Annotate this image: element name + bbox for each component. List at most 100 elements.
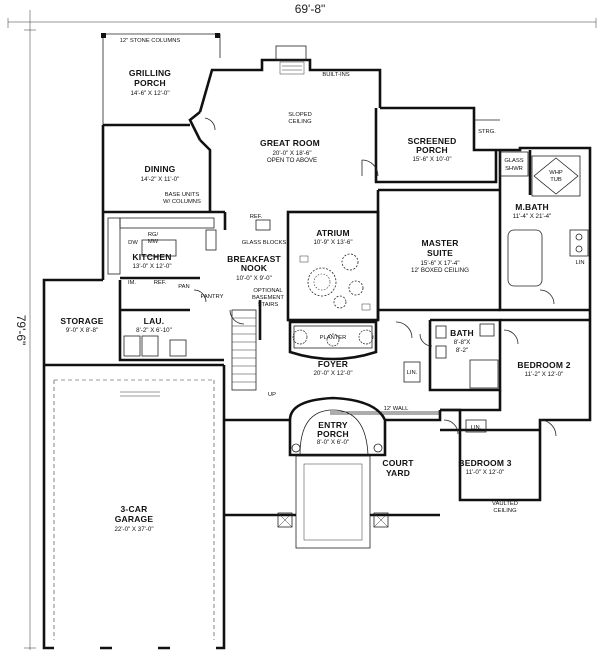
svg-text:YARD: YARD	[386, 468, 410, 478]
svg-text:10'-9" X 13'-6": 10'-9" X 13'-6"	[313, 239, 352, 246]
svg-text:BATH: BATH	[450, 328, 474, 338]
fireplace	[275, 45, 307, 75]
svg-text:BEDROOM 2: BEDROOM 2	[517, 360, 570, 370]
room-bedroom-3: LIN. BEDROOM 3 11'-0" X 12'-0" VAULTED C…	[458, 419, 518, 514]
svg-text:PAN: PAN	[178, 284, 190, 290]
svg-text:GARAGE: GARAGE	[115, 514, 154, 524]
stone-columns-note: 12" STONE COLUMNS	[120, 38, 181, 44]
svg-text:OPTIONAL: OPTIONAL	[253, 288, 283, 294]
svg-text:11'-0" X 12'-0": 11'-0" X 12'-0"	[466, 469, 505, 476]
door-swings	[193, 117, 557, 437]
room-garage: 3-CAR GARAGE 22'-0" X 37'-0"	[53, 379, 216, 651]
svg-text:DINING: DINING	[145, 164, 176, 174]
svg-text:12' WALL: 12' WALL	[384, 406, 410, 412]
room-foyer: FOYER 20'-0" X 12'-0" UP 12' WALL	[268, 359, 409, 412]
glass-shower: GLASS SHWR	[499, 151, 529, 177]
svg-text:NOOK: NOOK	[241, 263, 268, 273]
svg-text:12' BOXED CEILING: 12' BOXED CEILING	[411, 267, 469, 274]
svg-text:STAIRS: STAIRS	[258, 302, 279, 308]
svg-text:GRILLING: GRILLING	[129, 68, 171, 78]
svg-text:PORCH: PORCH	[416, 145, 448, 155]
svg-text:BASE UNITS: BASE UNITS	[165, 192, 200, 198]
svg-text:REF.: REF.	[154, 280, 167, 286]
svg-text:IM.: IM.	[128, 280, 136, 286]
built-ins-note: BUILT-INS	[322, 72, 349, 78]
stairs	[231, 309, 257, 391]
room-breakfast-nook: REF. GLASS BLOCKS BREAKFAST NOOK 10'-0" …	[201, 214, 287, 308]
svg-text:REF.: REF.	[250, 214, 263, 220]
svg-text:GLASS: GLASS	[504, 158, 523, 164]
room-kitchen: DW RG/ MW KITCHEN 13'-0" X 12'-0" IM. RE…	[107, 217, 217, 290]
svg-text:BEDROOM 3: BEDROOM 3	[458, 458, 511, 468]
svg-text:20'-0" X 12'-0": 20'-0" X 12'-0"	[313, 370, 352, 377]
svg-text:20'-0" X 18'-6": 20'-0" X 18'-6"	[272, 150, 311, 157]
svg-text:9'-0" X 8'-8": 9'-0" X 8'-8"	[66, 327, 98, 334]
svg-text:SUITE: SUITE	[427, 248, 453, 258]
svg-text:PLANTER: PLANTER	[320, 335, 347, 341]
room-court-yard: COURT YARD	[382, 458, 414, 478]
svg-text:LIN: LIN	[575, 260, 584, 266]
svg-text:FOYER: FOYER	[318, 359, 348, 369]
svg-text:PORCH: PORCH	[134, 78, 166, 88]
svg-text:11'-4" X 21'-4": 11'-4" X 21'-4"	[513, 213, 552, 220]
svg-text:PORCH: PORCH	[317, 429, 349, 439]
interior-walls	[103, 119, 590, 432]
svg-text:BREAKFAST: BREAKFAST	[227, 254, 281, 264]
room-laundry: LAU. 8'-2" X 6'-10"	[123, 316, 187, 357]
svg-text:ATRIUM: ATRIUM	[316, 228, 350, 238]
whirlpool-tub: WHP TUB	[531, 155, 581, 197]
svg-text:8'-0" X 6'-0": 8'-0" X 6'-0"	[317, 439, 349, 446]
svg-text:GLASS BLOCKS: GLASS BLOCKS	[242, 240, 287, 246]
svg-text:14'-6" X 12'-0": 14'-6" X 12'-0"	[130, 90, 169, 97]
room-screened-porch: SCREENED PORCH 15'-6" X 10'-0"	[408, 136, 457, 163]
overall-width-label: 69'-8"	[295, 2, 326, 16]
svg-text:VAULTED: VAULTED	[492, 501, 518, 507]
svg-text:STORAGE: STORAGE	[60, 316, 103, 326]
svg-text:PANTRY: PANTRY	[201, 294, 224, 300]
svg-text:KITCHEN: KITCHEN	[132, 252, 171, 262]
svg-text:LIN.: LIN.	[471, 425, 482, 431]
svg-text:22'-0" X 37'-0": 22'-0" X 37'-0"	[114, 526, 153, 533]
svg-text:8'-2" X 6'-10": 8'-2" X 6'-10"	[136, 327, 172, 334]
svg-text:TUB: TUB	[550, 177, 562, 183]
svg-text:3-CAR: 3-CAR	[121, 504, 148, 514]
room-entry-porch: ENTRY PORCH 8'-0" X 6'-0"	[288, 396, 387, 457]
svg-text:ENTRY: ENTRY	[318, 420, 348, 430]
planter: PLANTER	[288, 320, 378, 361]
overall-depth-label: 79'-6"	[14, 315, 28, 346]
svg-text:8'-2": 8'-2"	[456, 347, 468, 354]
svg-text:W/ COLUMNS: W/ COLUMNS	[163, 199, 201, 205]
svg-text:DW: DW	[128, 240, 138, 246]
room-m-bath: M.BATH 11'-4" X 21'-4" LIN	[507, 202, 589, 287]
svg-text:SCREENED: SCREENED	[408, 136, 457, 146]
svg-text:COURT: COURT	[382, 458, 414, 468]
room-great-room: SLOPED CEILING GREAT ROOM 20'-0" X 18'-6…	[260, 112, 320, 164]
svg-text:UP: UP	[268, 392, 276, 398]
svg-text:BASEMENT: BASEMENT	[252, 295, 284, 301]
svg-text:OPEN TO ABOVE: OPEN TO ABOVE	[267, 157, 317, 164]
svg-text:CEILING: CEILING	[493, 508, 517, 514]
room-bedroom-2: BEDROOM 2 11'-2" X 12'-0"	[517, 360, 570, 378]
svg-text:15'-6" X 10'-0": 15'-6" X 10'-0"	[412, 156, 451, 163]
svg-text:MW: MW	[148, 239, 159, 245]
svg-text:15'-6" X 17'-4": 15'-6" X 17'-4"	[420, 260, 459, 267]
room-atrium: ATRIUM 10'-9" X 13'-6"	[299, 228, 371, 311]
svg-text:SHWR: SHWR	[505, 166, 523, 172]
svg-text:WHP: WHP	[549, 170, 563, 176]
room-bath: BATH 8'-8"X 8'-2" LIN.	[403, 323, 499, 389]
svg-text:RG/: RG/	[148, 232, 159, 238]
room-grilling-porch: GRILLING PORCH 14'-6" X 12'-0"	[129, 68, 171, 97]
svg-text:M.BATH: M.BATH	[515, 202, 549, 212]
court-yard-walkway	[224, 455, 440, 549]
svg-text:11'-2" X 12'-0": 11'-2" X 12'-0"	[525, 371, 564, 378]
dimension-lines: 69'-8" 79'-6"	[6, 2, 597, 650]
strg-label: STRG.	[478, 129, 496, 135]
svg-text:LIN.: LIN.	[407, 370, 418, 376]
svg-text:SLOPED: SLOPED	[288, 112, 312, 118]
svg-text:10'-0" X 9'-0": 10'-0" X 9'-0"	[236, 275, 272, 282]
svg-text:LAU.: LAU.	[144, 316, 165, 326]
svg-text:CEILING: CEILING	[288, 119, 312, 125]
svg-text:13'-0" X 12'-0": 13'-0" X 12'-0"	[132, 263, 171, 270]
room-master-suite: MASTER SUITE 15'-6" X 17'-4" 12' BOXED C…	[411, 238, 469, 274]
